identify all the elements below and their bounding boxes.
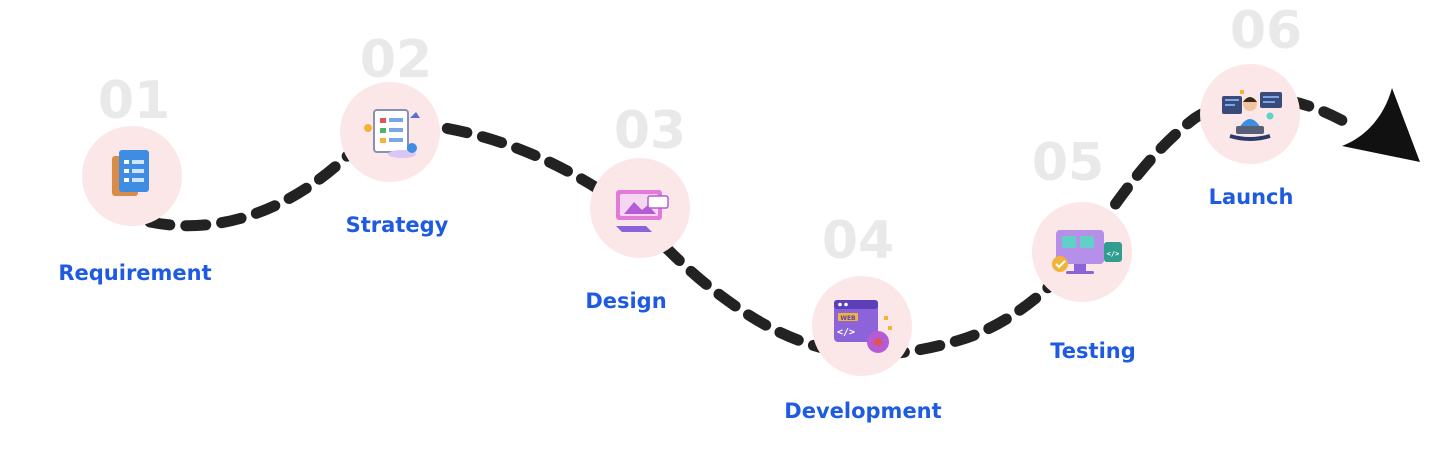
step-strategy: 02 Strategy [340, 30, 449, 237]
step-number: 04 [822, 211, 894, 271]
web-code-gear-icon: WEB </> [834, 300, 892, 353]
design-canvas-icon [616, 190, 669, 232]
step-number: 06 [1230, 1, 1302, 61]
process-path [144, 92, 1351, 361]
step-label: Development [784, 399, 941, 423]
step-launch: 06 Launch [1200, 1, 1302, 209]
svg-text:WEB: WEB [840, 315, 856, 322]
monitor-check-icon: </> [1052, 230, 1122, 274]
step-development: 04 WEB </> Development [784, 211, 941, 423]
planning-board-icon [364, 109, 420, 158]
svg-text:</>: </> [837, 327, 855, 338]
svg-text:</>: </> [1107, 250, 1120, 258]
step-label: Launch [1209, 185, 1294, 209]
step-circle [1200, 64, 1300, 164]
document-checklist-icon [112, 150, 149, 196]
step-number: 02 [360, 30, 432, 90]
step-label: Design [585, 289, 666, 313]
step-label: Strategy [346, 213, 449, 237]
arrow-head-icon [1342, 88, 1420, 162]
step-label: Testing [1050, 339, 1136, 363]
step-label: Requirement [58, 261, 211, 285]
developer-laptop-icon [1222, 90, 1282, 141]
step-number: 01 [98, 71, 170, 131]
step-design: 03 Design [585, 101, 690, 313]
step-number: 05 [1032, 133, 1104, 193]
step-requirement: 01 Requirement [58, 71, 211, 285]
step-number: 03 [614, 101, 686, 161]
step-testing: 05 </> Testing [1032, 133, 1136, 363]
